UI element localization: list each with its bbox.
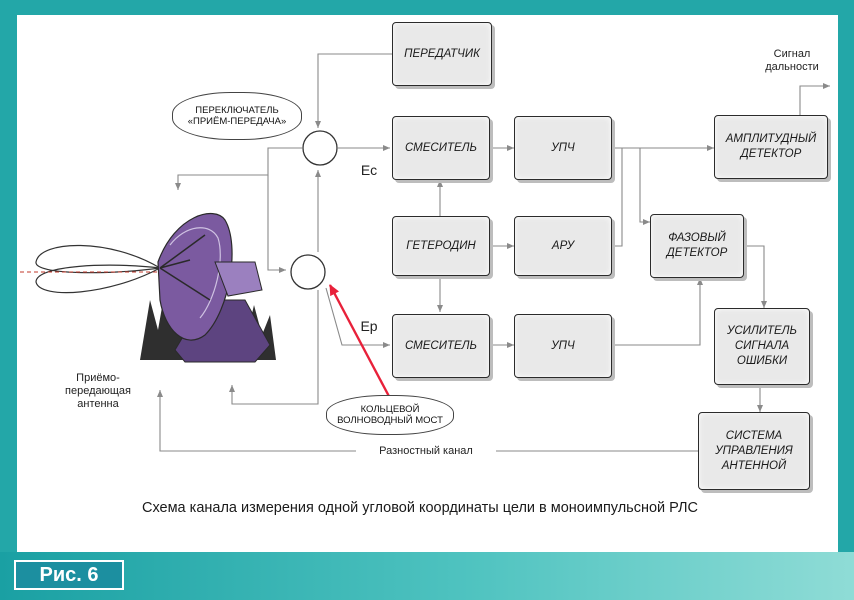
cloud-waveguide-bridge: КОЛЬЦЕВОЙ ВОЛНОВОДНЫЙ МОСТ (326, 395, 454, 435)
red-pointer-arrow (328, 284, 394, 403)
block-heterodyne: ГЕТЕРОДИН (392, 216, 490, 276)
block-transmitter: ПЕРЕДАТЧИК (392, 22, 492, 86)
beam-lobe-upper (35, 244, 162, 274)
beam-lobe-lower (35, 264, 162, 294)
junction-bottom (290, 254, 326, 290)
block-upch-bottom: УПЧ (514, 314, 612, 378)
block-error-amplifier: УСИЛИТЕЛЬ СИГНАЛА ОШИБКИ (714, 308, 810, 385)
line-upch-bottom-to-phase (612, 278, 703, 346)
antenna-dish-rim (169, 227, 221, 319)
line-transmitter-to-junction (315, 53, 392, 128)
block-mixer-bottom: СМЕСИТЕЛЬ (392, 314, 490, 378)
line-antenna-to-lower-junction (267, 175, 286, 273)
block-amplitude-detector: АМПЛИТУДНЫЙ ДЕТЕКТОР (714, 115, 828, 179)
line-control-to-antenna (157, 390, 698, 452)
label-ep: Ep (360, 318, 378, 334)
block-antenna-control: СИСТЕМА УПРАВЛЕНИЯ АНТЕННОЙ (698, 412, 810, 490)
tree-silhouette-left (140, 290, 186, 360)
figure-number: Рис. 6 (39, 564, 99, 586)
line-lower-junction-return (229, 290, 319, 405)
label-difference-channel: Разностный канал (356, 445, 496, 458)
line-upch-top-to-phase (639, 148, 650, 225)
antenna-struts (159, 234, 211, 301)
signal-lines (157, 53, 830, 452)
cloud-switch: ПЕРЕКЛЮЧАТЕЛЬ «ПРИЁМ-ПЕРЕДАЧА» (172, 92, 302, 140)
block-mixer-top: СМЕСИТЕЛЬ (392, 116, 490, 180)
figure-number-badge: Рис. 6 (14, 560, 124, 590)
block-aru: АРУ (514, 216, 612, 276)
antenna-illustration (20, 212, 276, 363)
block-phase-detector: ФАЗОВЫЙ ДЕТЕКТОР (650, 214, 744, 278)
label-ec: Ec (360, 162, 378, 178)
antenna-mount (214, 261, 263, 297)
label-antenna: Приёмо- передающая антенна (65, 372, 131, 410)
line-junction-to-antenna-top (175, 147, 302, 190)
line-phase-to-error-amp (744, 245, 767, 308)
footer-bar (0, 552, 854, 600)
line-lower-junction-to-mixer-bottom (325, 287, 390, 348)
label-range-signal: Сигнал дальности (765, 48, 819, 73)
figure-caption: Схема канала измерения одной угловой коо… (141, 500, 699, 516)
block-upch-top: УПЧ (514, 116, 612, 180)
junction-top (302, 130, 338, 166)
line-amp-det-to-range (799, 83, 830, 115)
line-upch-to-aru (612, 148, 623, 247)
